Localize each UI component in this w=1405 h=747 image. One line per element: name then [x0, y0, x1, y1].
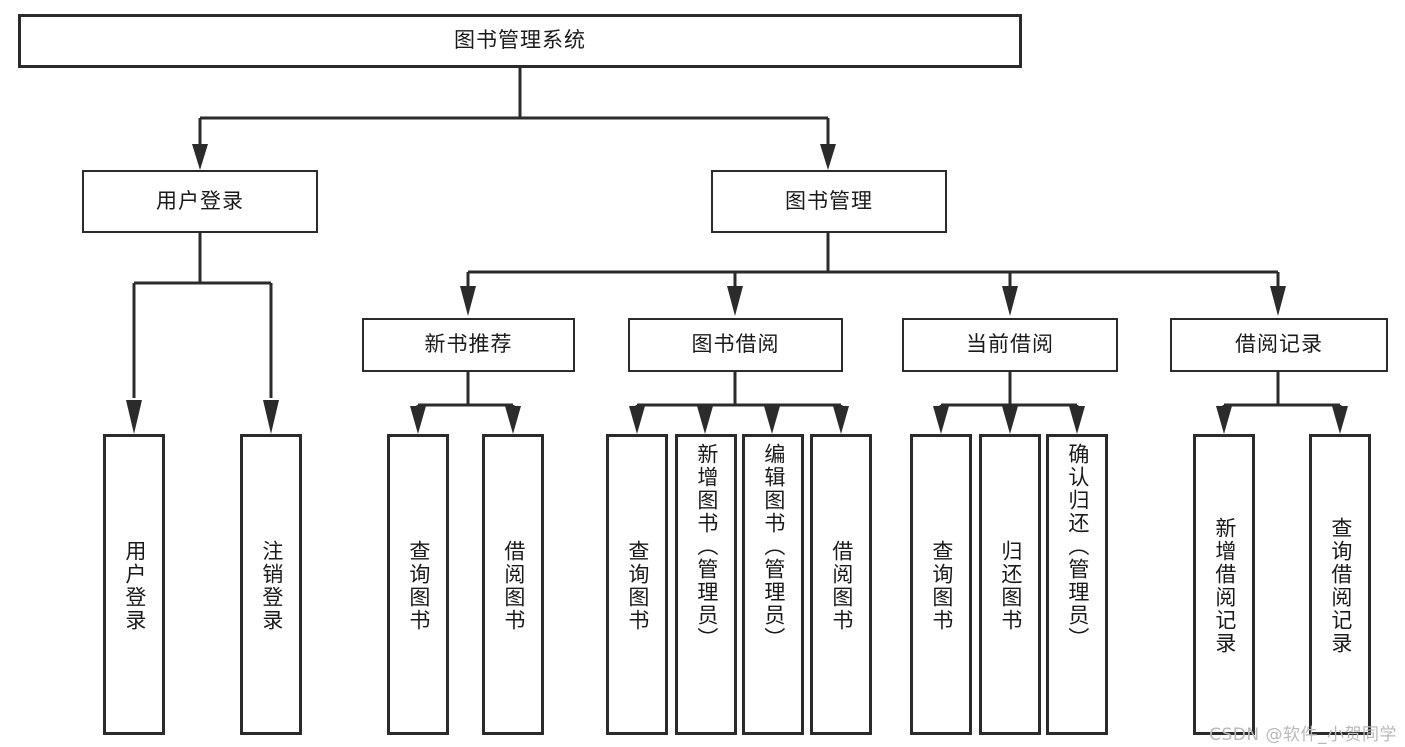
leaf-borrow-book[interactable]: 借阅图书 [810, 434, 872, 735]
node-root[interactable]: 图书管理系统 [18, 14, 1022, 68]
node-book-management[interactable]: 图书管理 [711, 170, 947, 233]
leaf-add-book-admin[interactable]: 新增图书（管理员） [675, 434, 737, 735]
node-borrow-records[interactable]: 借阅记录 [1170, 318, 1388, 372]
node-label: 用户登录 [156, 188, 244, 213]
node-user-login[interactable]: 用户登录 [82, 170, 318, 233]
node-label: 确认归还（管理员） [1065, 443, 1090, 650]
leaf-query-book-current[interactable]: 查询图书 [910, 434, 972, 735]
leaf-return-book[interactable]: 归还图书 [979, 434, 1041, 735]
watermark: CSDN @软件_小贺同学 [1209, 725, 1397, 745]
node-label: 注销登录 [259, 539, 284, 632]
leaf-edit-book-admin[interactable]: 编辑图书（管理员） [742, 434, 804, 735]
node-label: 编辑图书（管理员） [761, 443, 786, 650]
node-current-borrow[interactable]: 当前借阅 [902, 318, 1118, 372]
leaf-query-book-borrow[interactable]: 查询图书 [606, 434, 668, 735]
node-label: 用户登录 [122, 539, 147, 632]
node-label: 当前借阅 [966, 332, 1054, 357]
node-label: 借阅记录 [1235, 332, 1323, 357]
node-label: 图书管理系统 [454, 28, 586, 53]
node-label: 归还图书 [998, 539, 1023, 632]
node-label: 新增借阅记录 [1212, 516, 1237, 655]
leaf-add-borrow-record[interactable]: 新增借阅记录 [1193, 434, 1255, 735]
leaf-user-logout[interactable]: 注销登录 [240, 434, 302, 735]
leaf-confirm-return-admin[interactable]: 确认归还（管理员） [1046, 434, 1108, 735]
node-label: 图书管理 [785, 188, 873, 213]
node-label: 新增图书（管理员） [694, 443, 719, 650]
leaf-query-borrow-record[interactable]: 查询借阅记录 [1309, 434, 1371, 735]
node-label: 新书推荐 [424, 332, 513, 357]
leaf-query-book-recommend[interactable]: 查询图书 [387, 434, 449, 735]
node-new-book-recommend[interactable]: 新书推荐 [362, 318, 575, 372]
node-label: 图书借阅 [691, 332, 780, 357]
node-label: 查询借阅记录 [1328, 516, 1353, 655]
leaf-user-login[interactable]: 用户登录 [103, 434, 165, 735]
leaf-borrow-book-recommend[interactable]: 借阅图书 [482, 434, 544, 735]
node-label: 查询图书 [406, 539, 431, 632]
node-label: 借阅图书 [829, 539, 854, 632]
node-label: 查询图书 [929, 539, 954, 632]
node-book-borrow[interactable]: 图书借阅 [628, 318, 843, 372]
node-label: 借阅图书 [501, 539, 526, 632]
node-label: 查询图书 [625, 539, 650, 632]
